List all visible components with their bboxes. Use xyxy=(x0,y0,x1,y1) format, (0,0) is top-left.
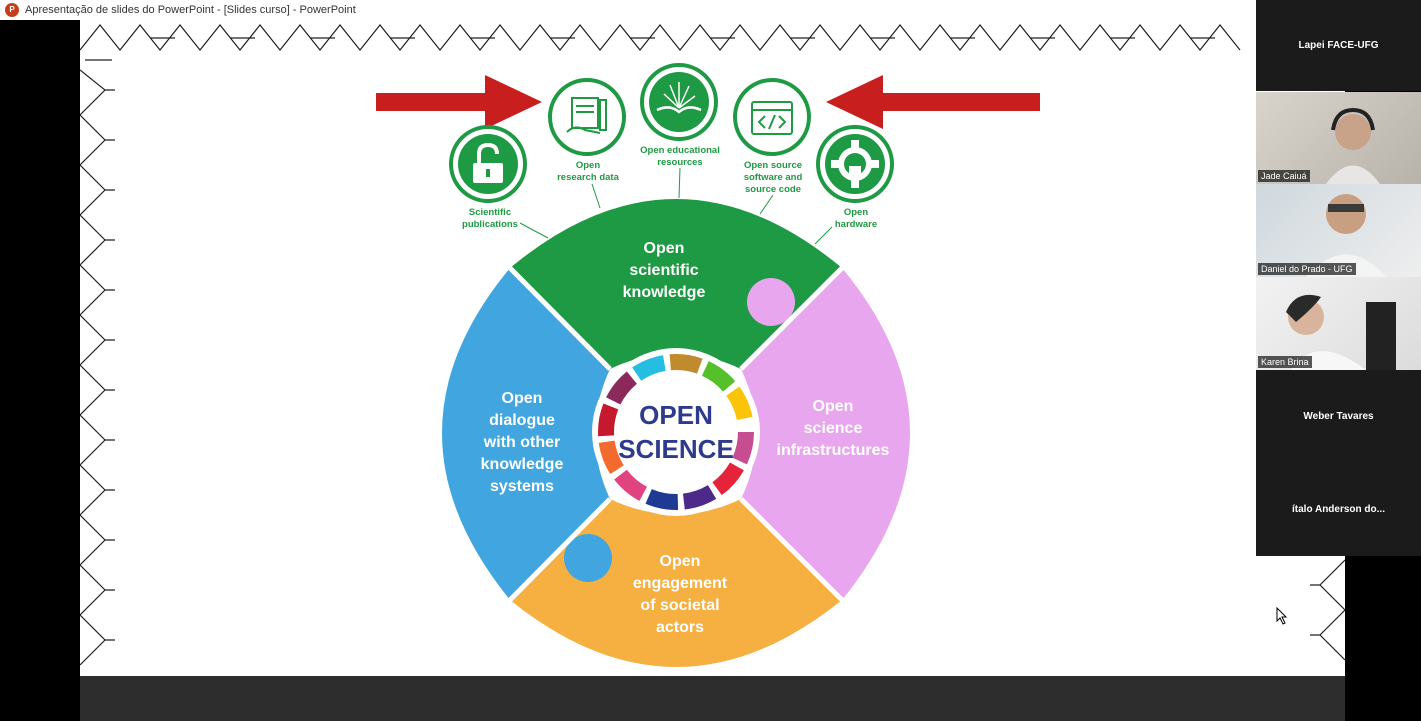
label-open-dialogue: Open dialogue with other knowledge syste… xyxy=(452,388,592,498)
unlock-icon xyxy=(458,134,518,194)
caption-line: source code xyxy=(745,184,801,195)
caption-line: Open xyxy=(843,207,869,218)
label-line: Open xyxy=(659,553,701,570)
caption-line: Open source xyxy=(743,160,803,171)
participant-tile-weber[interactable]: Weber Tavares xyxy=(1256,370,1421,462)
slide-graphics xyxy=(80,24,1345,667)
caption-line: hardware xyxy=(834,219,878,230)
participant-name: ítalo Anderson do... xyxy=(1292,503,1385,515)
label-line: Open xyxy=(643,240,685,257)
participant-tile-italo[interactable]: ítalo Anderson do... xyxy=(1256,462,1421,556)
label-line: knowledge xyxy=(480,456,564,473)
presentation-bottom-bar xyxy=(80,676,1345,721)
research-data-icon xyxy=(566,97,607,134)
window-titlebar: P Apresentação de slides do PowerPoint -… xyxy=(0,0,1256,20)
participant-video-jade[interactable]: Jade Caiuá xyxy=(1256,92,1421,184)
avatar xyxy=(1286,294,1396,370)
label-line: dialogue xyxy=(489,412,555,429)
center-line: OPEN xyxy=(639,400,713,430)
label-line: infrastructures xyxy=(776,442,890,459)
caption-line: Open xyxy=(575,160,601,171)
label-line: of societal xyxy=(640,597,720,614)
avatar xyxy=(1326,107,1380,184)
window-title: Apresentação de slides do PowerPoint - [… xyxy=(25,4,356,16)
caption-open-hardware: Open hardware xyxy=(806,207,906,231)
connector-lines xyxy=(519,167,833,245)
mouse-cursor-icon xyxy=(1276,607,1288,625)
center-line: SCIENCE xyxy=(618,434,734,464)
label-line: scientific xyxy=(629,262,699,279)
caption-line: software and xyxy=(743,172,803,183)
label-open-science-infrastructures: Open science infrastructures xyxy=(758,396,908,462)
center-open-science: OPEN SCIENCE xyxy=(606,398,746,466)
book-icon xyxy=(649,72,709,132)
participant-name: Jade Caiuá xyxy=(1258,170,1310,182)
participant-video-karen[interactable]: Karen Brina xyxy=(1256,277,1421,370)
caption-line: Open educational xyxy=(640,145,720,156)
caption-line: resources xyxy=(657,157,703,168)
code-window-icon xyxy=(751,101,793,135)
label-open-scientific-knowledge: Open scientific knowledge xyxy=(594,238,734,304)
participant-tile-lapei[interactable]: Lapei FACE-UFG xyxy=(1256,0,1421,91)
participant-name: Daniel do Prado - UFG xyxy=(1258,263,1356,275)
caption-line: publications xyxy=(462,219,518,230)
gear-icon xyxy=(825,134,885,194)
label-open-engagement: Open engagement of societal actors xyxy=(610,551,750,639)
label-line: systems xyxy=(489,478,555,495)
caption-open-source-software: Open source software and source code xyxy=(723,160,823,196)
label-line: actors xyxy=(655,619,705,636)
caption-line: research data xyxy=(557,172,619,183)
powerpoint-icon: P xyxy=(5,3,19,17)
participant-video-daniel[interactable]: Daniel do Prado - UFG xyxy=(1256,184,1421,277)
decorative-border xyxy=(80,24,1345,666)
label-line: Open xyxy=(812,398,854,415)
caption-line: Scientific xyxy=(468,207,512,218)
label-line: Open xyxy=(501,390,543,407)
piece-top-shape xyxy=(510,199,842,369)
caption-open-research-data: Open research data xyxy=(538,160,638,184)
puzzle-wheel xyxy=(442,199,910,667)
piece-left-shape xyxy=(442,268,610,600)
label-line: engagement xyxy=(632,575,728,592)
participant-name: Weber Tavares xyxy=(1303,410,1374,422)
participant-name: Karen Brina xyxy=(1258,356,1312,368)
label-line: with other xyxy=(483,434,561,451)
caption-scientific-publications: Scientific publications xyxy=(440,207,540,231)
caption-open-educational-resources: Open educational resources xyxy=(625,145,735,169)
red-arrows xyxy=(376,75,1040,129)
label-line: science xyxy=(803,420,863,437)
label-line: knowledge xyxy=(622,284,706,301)
slide-canvas: Scientific publications Open research da… xyxy=(80,20,1345,676)
participant-name: Lapei FACE-UFG xyxy=(1298,40,1379,51)
